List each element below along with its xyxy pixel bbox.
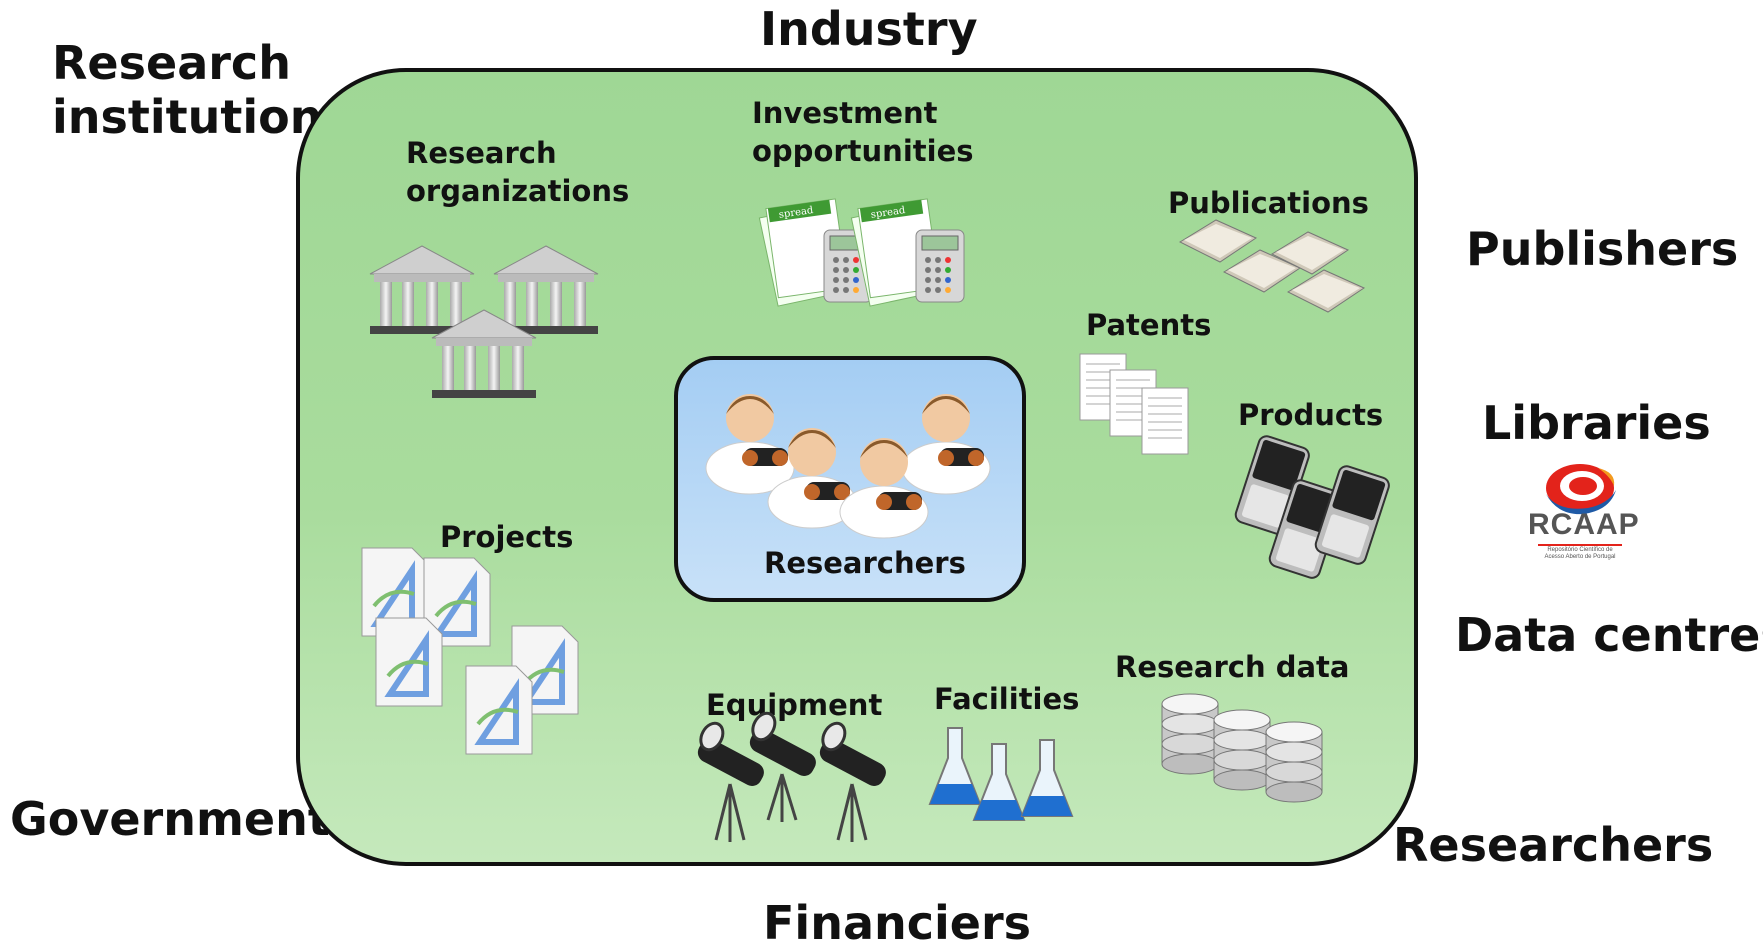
label-projects: Projects (440, 520, 574, 554)
label-facilities: Facilities (934, 682, 1080, 716)
label-publications: Publications (1168, 186, 1369, 220)
document-icon (1079, 353, 1189, 455)
label-libraries: Libraries (1482, 396, 1711, 450)
label-research-data: Research data (1115, 650, 1350, 684)
document-3 (1141, 387, 1189, 455)
label-equipment: Equipment (706, 688, 883, 722)
book-1 (1178, 219, 1258, 263)
database-1 (1161, 693, 1219, 775)
researcher-4 (839, 438, 929, 539)
blueprint-file-3 (375, 617, 443, 707)
label-governments: Governments (10, 792, 358, 846)
book-2 (1222, 249, 1302, 293)
blueprint-file-1 (361, 547, 429, 637)
building-left (369, 245, 475, 334)
label-products: Products (1238, 398, 1384, 432)
label-research-institutions-line1: Research (52, 36, 291, 90)
open-book-icon (1178, 219, 1366, 313)
researcher-3 (901, 394, 991, 495)
label-investment-opportunities-line1: Investment (752, 96, 938, 130)
flask-1 (928, 727, 982, 805)
rcaap-logo-mark (1546, 464, 1616, 515)
calculator-right (915, 229, 965, 303)
telescope-1 (697, 721, 764, 842)
label-patents: Patents (1086, 308, 1212, 342)
book-3 (1270, 231, 1350, 275)
person-binoculars-icon (705, 394, 991, 539)
telescope-icon (697, 711, 886, 842)
phone-3 (1314, 465, 1390, 565)
label-data-centres: Data centres (1455, 608, 1763, 662)
database-3 (1265, 721, 1323, 803)
rcaap-logo: RCAAP Repositório Científico de Acesso A… (1528, 460, 1640, 564)
flask-2 (972, 743, 1026, 821)
spreadsheet-calculator-icon: spread spread (758, 198, 965, 307)
flask-3 (1020, 739, 1074, 817)
rcaap-logo-name: RCAAP (1528, 508, 1640, 541)
blueprint-file-icon (361, 547, 579, 755)
database-icon (1161, 693, 1323, 803)
telescope-2 (749, 711, 816, 822)
rcaap-logo-subtitle-line2: Acesso Aberto de Portugal (1544, 554, 1616, 560)
book-4 (1286, 269, 1366, 313)
database-2 (1213, 709, 1271, 791)
label-investment-opportunities: Investment opportunities (752, 94, 974, 170)
rcaap-logo-rule (1538, 544, 1622, 546)
label-research-institutions-line2: institutions (52, 90, 350, 144)
label-research-organizations-line2: organizations (406, 174, 630, 208)
label-research-organizations-line1: Research (406, 136, 557, 170)
rcaap-logo-subtitle-line1: Repositório Científico de (1547, 547, 1613, 553)
spreadsheet-right-tag: spread (870, 205, 906, 221)
rcaap-logo-subtitle: Repositório Científico de Acesso Aberto … (1528, 547, 1632, 561)
label-investment-opportunities-line2: opportunities (752, 134, 974, 168)
spreadsheet-left-tag: spread (778, 205, 814, 221)
mobile-phone-icon (1234, 435, 1390, 579)
researcher-2 (767, 428, 857, 529)
flask-icon (928, 727, 1074, 821)
building-center (431, 309, 537, 398)
label-financiers: Financiers (763, 896, 1032, 950)
label-publishers: Publishers (1466, 222, 1739, 276)
label-research-institutions: Research institutions (52, 36, 350, 144)
telescope-3 (819, 721, 886, 842)
label-industry: Industry (760, 2, 978, 56)
label-researchers-outer: Researchers (1393, 818, 1714, 872)
building-icon (369, 245, 599, 398)
label-researchers-inner: Researchers (764, 546, 966, 580)
blueprint-file-5 (465, 665, 533, 755)
researcher-1 (705, 394, 795, 495)
building-right (493, 245, 599, 334)
label-research-organizations: Research organizations (406, 134, 629, 210)
